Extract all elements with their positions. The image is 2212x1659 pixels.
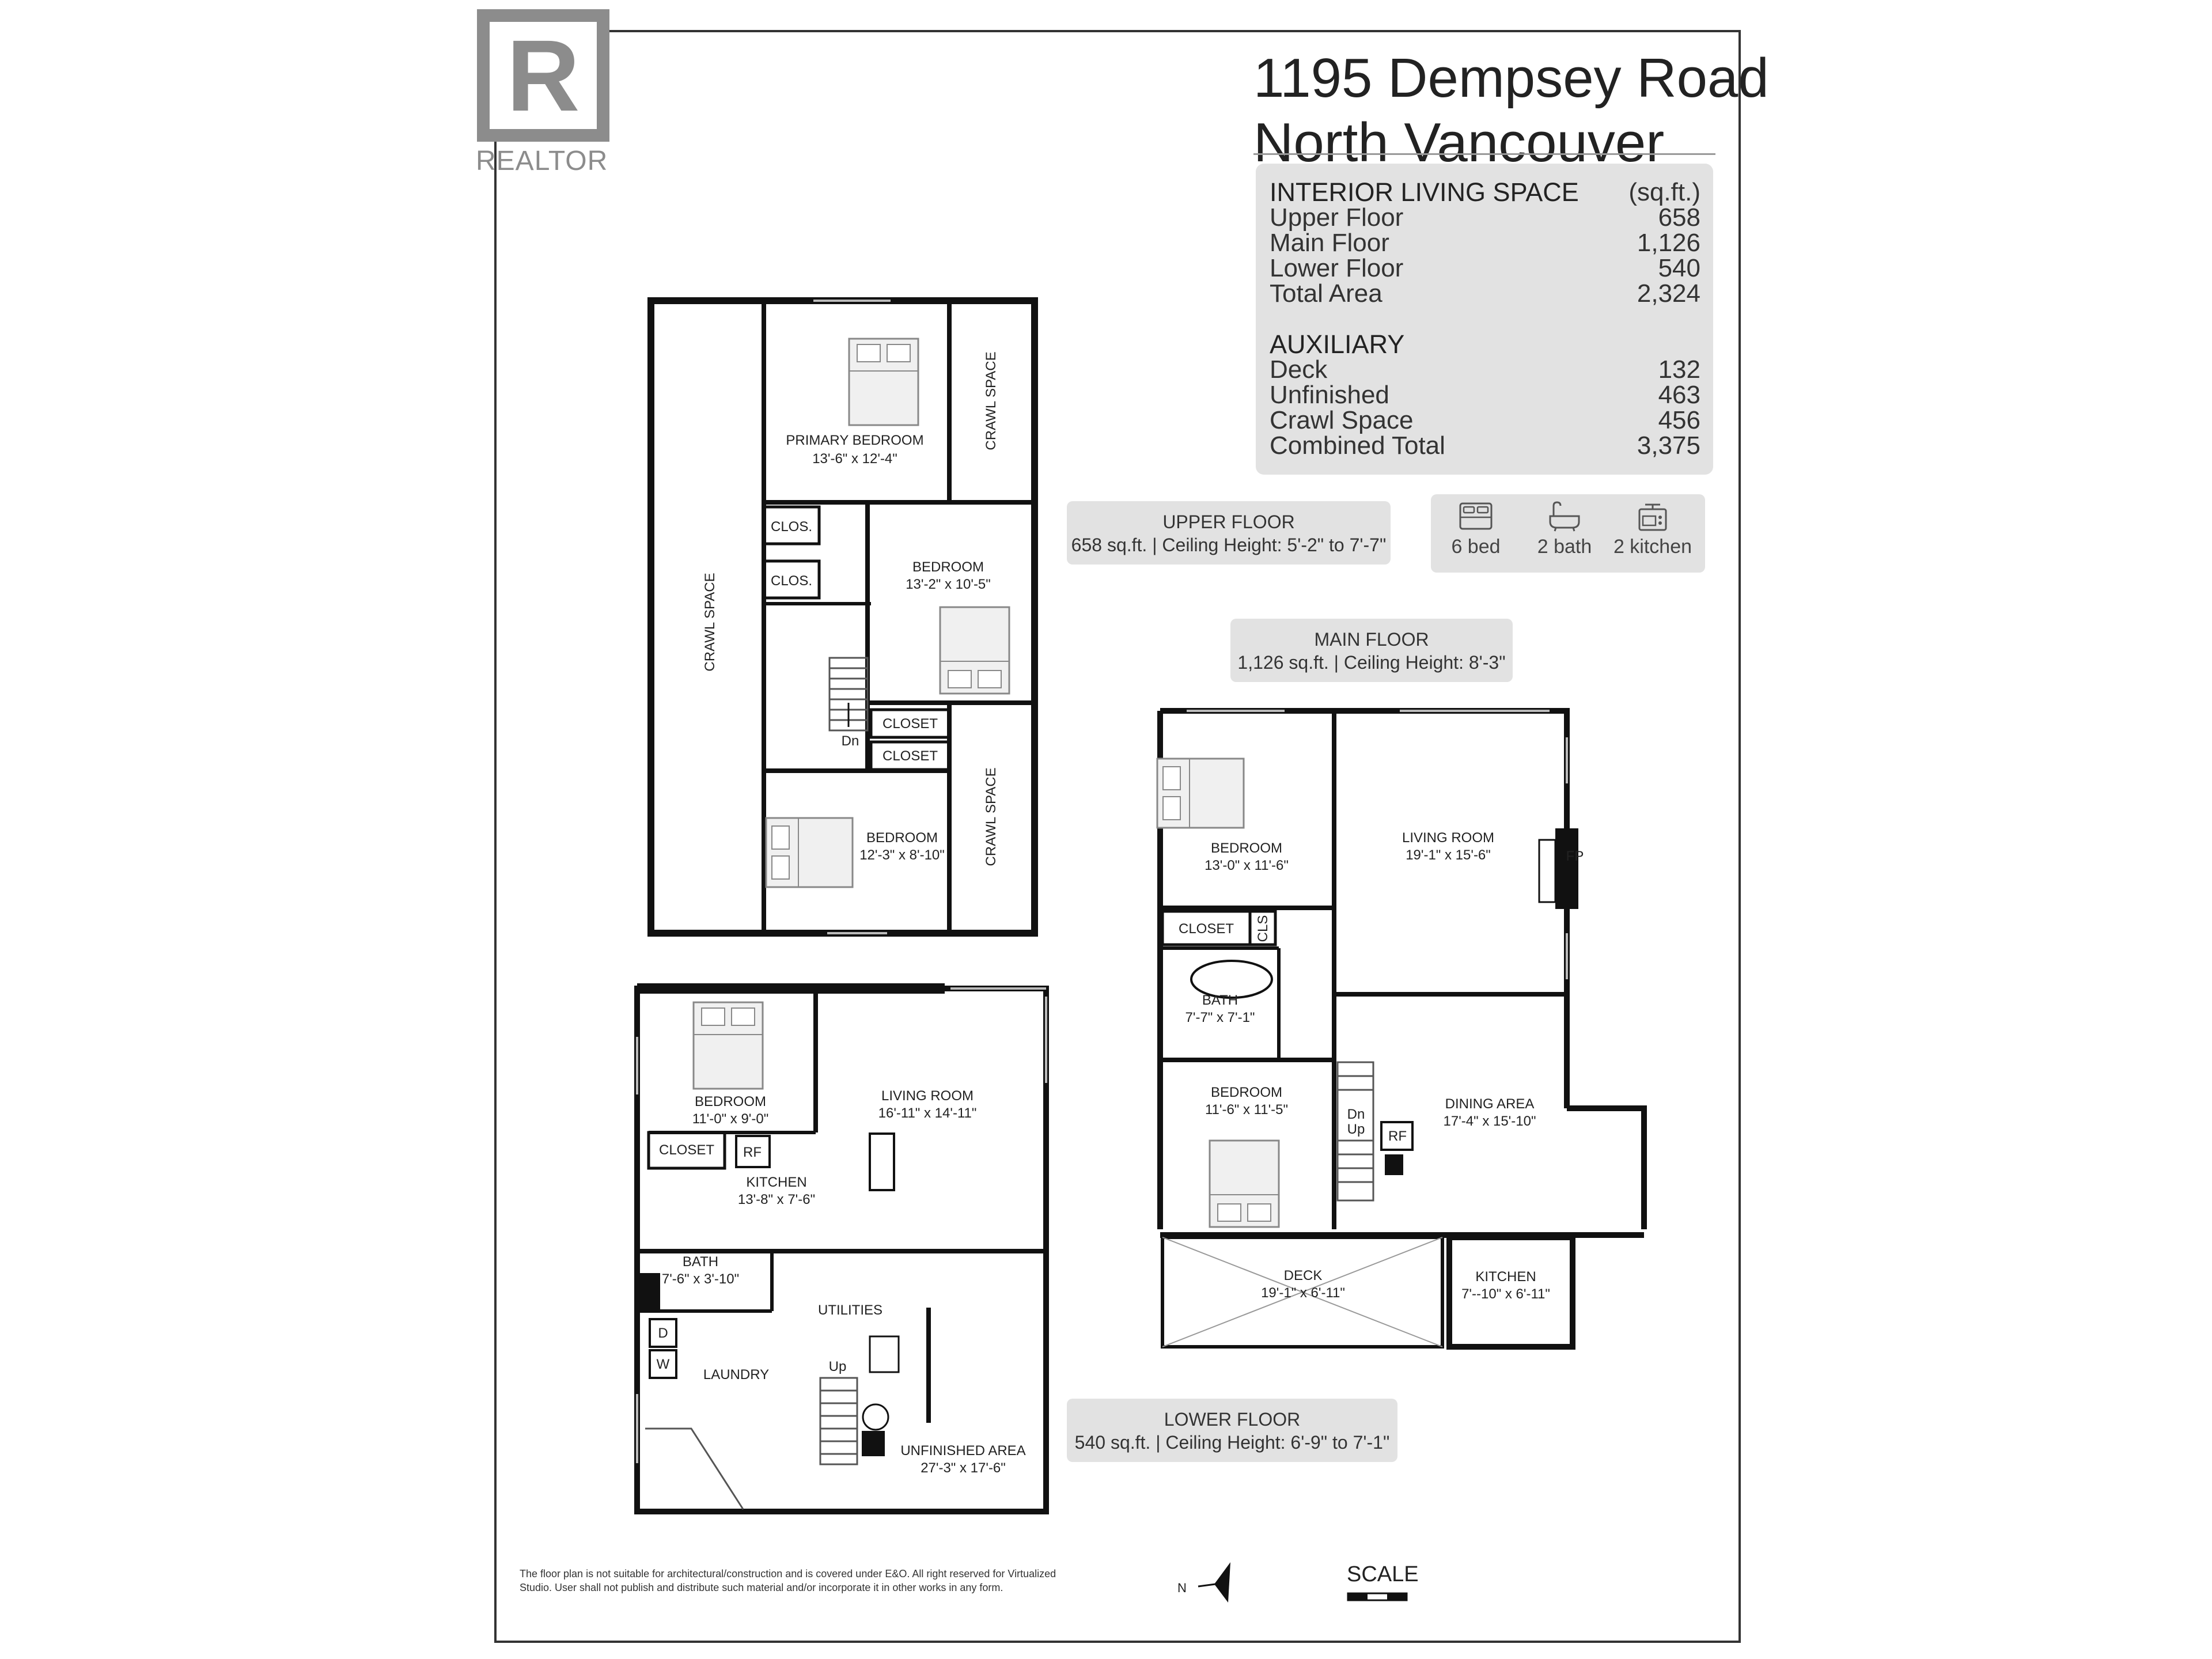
svg-text:27'-3" x 17'-6": 27'-3" x 17'-6" — [921, 1460, 1006, 1476]
feature-beds: 6 bed — [1441, 500, 1510, 558]
svg-text:KITCHEN: KITCHEN — [1475, 1269, 1536, 1285]
bath-icon — [1549, 501, 1580, 532]
interior-unit: (sq.ft.) — [1628, 178, 1700, 206]
lower-floor-plan — [634, 983, 1049, 1514]
svg-text:CRAWL SPACE: CRAWL SPACE — [983, 351, 999, 450]
svg-text:12'-3" x 8'-10": 12'-3" x 8'-10" — [859, 847, 945, 863]
scale-bar — [1347, 1592, 1408, 1601]
svg-text:CLOS.: CLOS. — [771, 573, 812, 589]
svg-text:BEDROOM: BEDROOM — [1211, 1085, 1282, 1100]
upper-floor-plan — [647, 297, 1038, 937]
address-line1: 1195 Dempsey Road — [1253, 47, 1769, 109]
svg-text:CLOSET: CLOSET — [659, 1142, 714, 1158]
svg-text:BATH: BATH — [683, 1254, 718, 1270]
bed-icon-main-2 — [1209, 1139, 1280, 1228]
svg-text:13'-8" x 7'-6": 13'-8" x 7'-6" — [738, 1192, 815, 1207]
north-arrow-icon: N — [1177, 1562, 1230, 1603]
feature-baths: 2 bath — [1530, 500, 1599, 558]
svg-text:7'-6" x 3'-10": 7'-6" x 3'-10" — [662, 1271, 739, 1287]
svg-text:DINING AREA: DINING AREA — [1445, 1096, 1535, 1112]
svg-text:13'-0" x 11'-6": 13'-0" x 11'-6" — [1205, 858, 1289, 873]
svg-text:CLS: CLS — [1255, 915, 1271, 942]
svg-text:RF: RF — [743, 1145, 762, 1160]
feature-kitchens: 2 kitchen — [1609, 500, 1696, 558]
main-floor-labels: BEDROOM 13'-0" x 11'-6" LIVING ROOM 19'-… — [1179, 830, 1584, 1302]
svg-text:UNFINISHED AREA: UNFINISHED AREA — [900, 1443, 1025, 1459]
svg-text:11'-0" x 9'-0": 11'-0" x 9'-0" — [692, 1111, 768, 1127]
svg-text:PRIMARY BEDROOM: PRIMARY BEDROOM — [786, 433, 923, 448]
svg-text:7'--10" x 6'-11": 7'--10" x 6'-11" — [1461, 1286, 1550, 1302]
svg-text:CLOS.: CLOS. — [771, 519, 812, 535]
lower-floor-label: LOWER FLOOR 540 sq.ft. | Ceiling Height:… — [1067, 1399, 1397, 1462]
scale-label: SCALE — [1347, 1562, 1419, 1586]
svg-text:13'-6" x 12'-4": 13'-6" x 12'-4" — [812, 451, 897, 467]
svg-text:LAUNDRY: LAUNDRY — [703, 1367, 769, 1382]
svg-text:CLOSET: CLOSET — [1179, 921, 1234, 937]
bed-icon — [1459, 502, 1493, 530]
bed-icon-upper-2 — [939, 606, 1010, 695]
upper-floor-label: UPPER FLOOR 658 sq.ft. | Ceiling Height:… — [1067, 501, 1391, 565]
primary-bed-icon — [848, 338, 919, 426]
auxiliary-heading: AUXILIARY — [1270, 329, 1405, 359]
svg-text:BEDROOM: BEDROOM — [912, 559, 984, 575]
svg-text:W: W — [657, 1357, 670, 1372]
address-divider — [1253, 153, 1715, 155]
interior-heading: INTERIOR LIVING SPACE — [1270, 177, 1579, 207]
svg-text:19'-1" x 6'-11": 19'-1" x 6'-11" — [1261, 1285, 1345, 1301]
svg-text:Dn: Dn — [842, 733, 859, 749]
svg-text:KITCHEN: KITCHEN — [746, 1175, 806, 1190]
kitchen-icon — [1638, 503, 1667, 531]
bed-icon-lower — [692, 1001, 764, 1090]
address-line2: North Vancouver — [1253, 112, 1665, 173]
svg-text:CLOSET: CLOSET — [882, 748, 938, 764]
main-floor-label: MAIN FLOOR 1,126 sq.ft. | Ceiling Height… — [1230, 619, 1513, 682]
svg-text:FP: FP — [1566, 849, 1584, 864]
svg-text:BEDROOM: BEDROOM — [1211, 840, 1282, 856]
bed-icon-upper-3 — [765, 817, 854, 888]
page-frame — [494, 30, 1741, 1643]
svg-text:16'-11" x 14'-11": 16'-11" x 14'-11" — [878, 1105, 977, 1121]
main-floor-plan — [1157, 708, 1647, 1350]
svg-text:UTILITIES: UTILITIES — [818, 1302, 882, 1318]
features-panel: 6 bed 2 bath 2 kitchen — [1431, 494, 1705, 573]
svg-text:DECK: DECK — [1284, 1268, 1323, 1283]
address-title: 1195 Dempsey Road North Vancouver — [1253, 46, 1769, 175]
svg-text:BEDROOM: BEDROOM — [866, 830, 938, 846]
svg-text:CLOSET: CLOSET — [882, 716, 938, 732]
svg-text:LIVING ROOM: LIVING ROOM — [1402, 830, 1494, 846]
upper-floor-labels: PRIMARY BEDROOM 13'-6" x 12'-4" BEDROOM … — [702, 351, 999, 866]
svg-text:19'-1" x 15'-6": 19'-1" x 15'-6" — [1406, 847, 1491, 863]
svg-text:7'-7" x 7'-1": 7'-7" x 7'-1" — [1185, 1010, 1255, 1025]
svg-text:11'-6" x 11'-5": 11'-6" x 11'-5" — [1205, 1102, 1288, 1118]
svg-text:BEDROOM: BEDROOM — [695, 1094, 766, 1109]
svg-text:Up: Up — [829, 1359, 847, 1374]
area-summary-panel: INTERIOR LIVING SPACE (sq.ft.) Upper Flo… — [1256, 164, 1713, 475]
svg-text:Dn: Dn — [1347, 1107, 1365, 1122]
svg-text:17'-4" x 15'-10": 17'-4" x 15'-10" — [1444, 1113, 1536, 1129]
svg-text:RF: RF — [1388, 1128, 1407, 1144]
realtor-logo: R REALTOR — [476, 9, 622, 176]
svg-text:N: N — [1177, 1581, 1187, 1595]
lower-floor-labels: BEDROOM 11'-0" x 9'-0" LIVING ROOM 16'-1… — [657, 1088, 1026, 1476]
disclaimer-text: The floor plan is not suitable for archi… — [520, 1568, 1056, 1593]
svg-text:CRAWL SPACE: CRAWL SPACE — [702, 573, 718, 671]
svg-text:13'-2" x 10'-5": 13'-2" x 10'-5" — [906, 577, 991, 592]
svg-text:BATH: BATH — [1202, 993, 1238, 1008]
svg-text:CRAWL SPACE: CRAWL SPACE — [983, 767, 999, 866]
svg-text:D: D — [658, 1325, 668, 1341]
svg-text:LIVING ROOM: LIVING ROOM — [881, 1088, 974, 1104]
svg-text:Up: Up — [1347, 1122, 1365, 1137]
bed-icon-main-1 — [1156, 757, 1245, 829]
